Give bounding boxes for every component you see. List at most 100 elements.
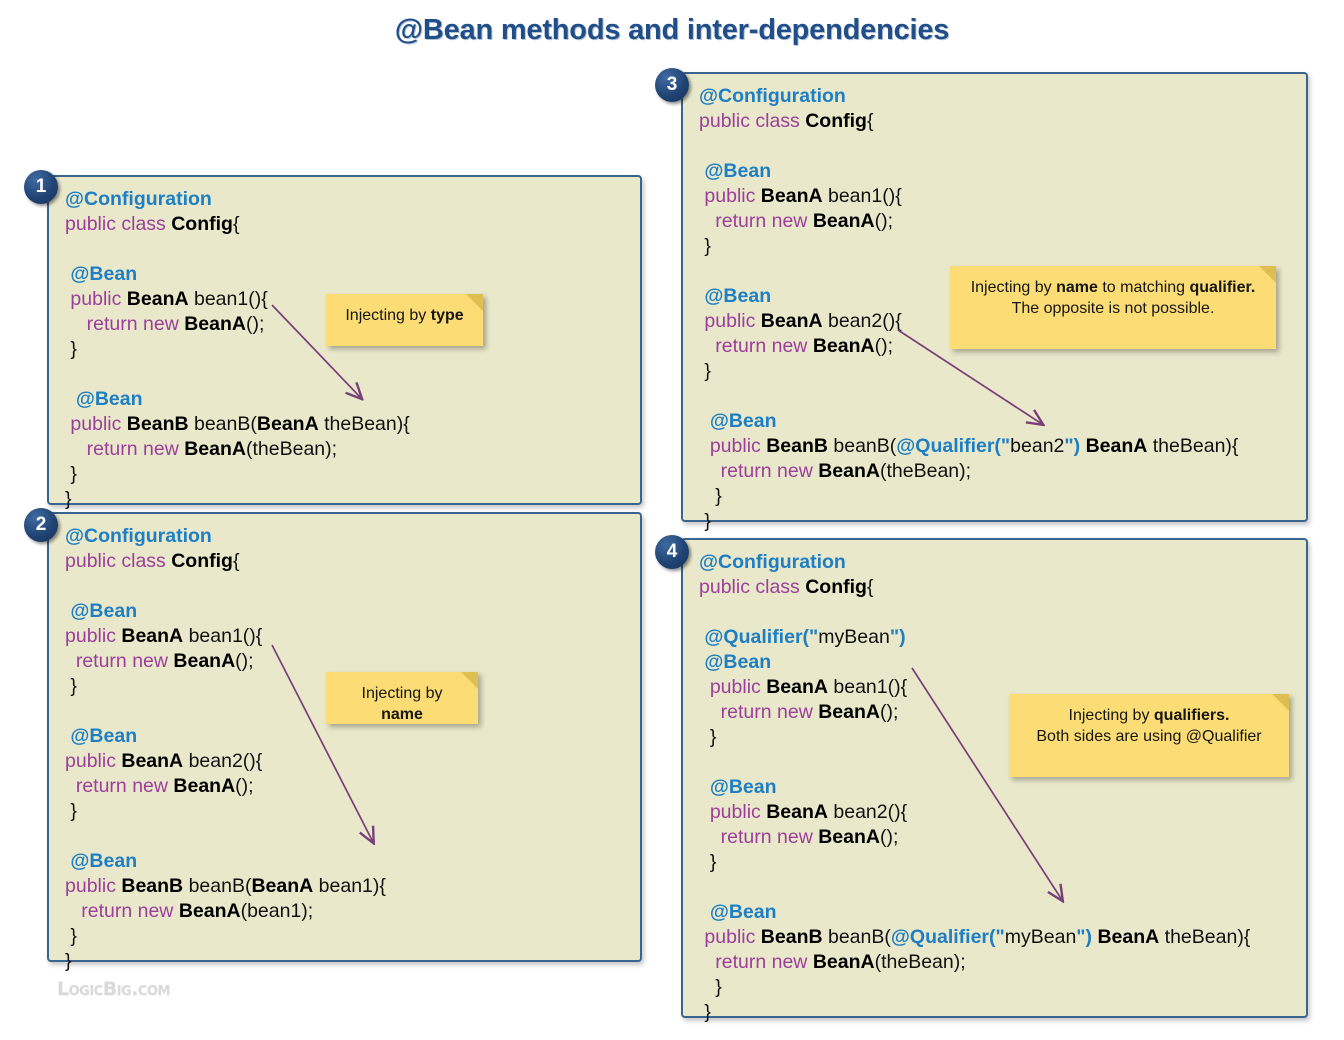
step-badge-4: 4	[655, 535, 689, 569]
code-token: }	[699, 485, 722, 507]
code-token: }	[65, 338, 77, 360]
note-line: The opposite is not possible.	[964, 298, 1262, 319]
code-line: @Bean	[65, 262, 634, 287]
code-token: return new	[699, 460, 819, 482]
code-token: BeanA	[760, 185, 823, 207]
code-token: return new	[65, 313, 185, 335]
code-line	[65, 237, 634, 262]
code-line: @Configuration	[699, 550, 1300, 575]
code-token: @Configuration	[699, 85, 846, 107]
code-token: BeanA	[126, 288, 189, 310]
code-token: public	[699, 185, 761, 207]
code-token: BeanA	[812, 210, 875, 232]
code-line: @Qualifier("myBean")	[699, 625, 1300, 650]
code-token: BeanB	[766, 435, 828, 457]
code-line: return new BeanA(theBean);	[699, 950, 1300, 975]
code-line: public BeanB beanB(BeanA theBean){	[65, 412, 634, 437]
code-line: public BeanA bean2(){	[699, 309, 1300, 334]
code-line: @Configuration	[65, 524, 634, 549]
note-injecting-by-name-qualifier: Injecting by name to matching qualifier.…	[950, 266, 1276, 349]
code-token: public	[65, 288, 127, 310]
code-token: @Bean	[699, 651, 772, 673]
note-injecting-by-type: Injecting by type	[326, 294, 483, 346]
code-token: @Bean	[699, 410, 777, 432]
code-token: bean1(){	[183, 625, 263, 647]
code-line: return new BeanA();	[699, 334, 1300, 359]
code-token: BeanB	[126, 413, 189, 435]
code-token: }	[699, 235, 711, 257]
code-token: beanB(	[822, 926, 891, 948]
note-token: Injecting by	[970, 279, 1057, 296]
code-token: BeanA	[251, 875, 314, 897]
code-token: public class	[699, 110, 806, 132]
step-badge-1: 1	[24, 170, 58, 204]
code-token: BeanA	[173, 775, 236, 797]
code-line: public BeanA bean1(){	[65, 624, 634, 649]
code-token: BeanA	[1085, 435, 1148, 457]
code-token: public	[65, 625, 122, 647]
code-line: public class Config{	[699, 575, 1300, 600]
code-line: }	[699, 359, 1300, 384]
code-token: ")	[1064, 435, 1081, 457]
code-token: (bean1);	[240, 900, 314, 922]
code-line: public BeanA bean1(){	[699, 675, 1300, 700]
code-line: }	[699, 1000, 1300, 1025]
note-token: type	[430, 307, 464, 324]
code-line	[65, 574, 634, 599]
code-token: theBean){	[318, 413, 410, 435]
code-token: ();	[874, 335, 893, 357]
code-line	[65, 824, 634, 849]
code-token: }	[65, 950, 72, 972]
code-token: }	[65, 488, 72, 510]
code-token: bean1(){	[188, 288, 268, 310]
code-token: bean2	[1010, 435, 1065, 457]
code-token: Config	[805, 110, 867, 132]
code-token: (theBean);	[880, 460, 972, 482]
code-line: }	[65, 337, 634, 362]
code-token: public	[699, 926, 761, 948]
code-line: }	[699, 975, 1300, 1000]
code-token: BeanA	[178, 900, 241, 922]
code-line: return new BeanA();	[65, 312, 634, 337]
code-token: @Qualifier("	[890, 926, 1005, 948]
code-token: BeanA	[812, 951, 875, 973]
code-line	[65, 362, 634, 387]
note-token: The opposite is not possible.	[1011, 300, 1215, 317]
page-title: @Bean methods and inter-dependencies	[394, 14, 950, 46]
note-token: Injecting by	[345, 307, 431, 324]
note-injecting-by-name: Injecting by name	[326, 672, 478, 724]
code-token: (theBean);	[874, 951, 966, 973]
code-token: BeanB	[121, 875, 184, 897]
code-line: }	[65, 462, 634, 487]
code-token: @Bean	[65, 600, 138, 622]
code-line: public class Config{	[65, 549, 634, 574]
code-token: ();	[880, 826, 899, 848]
logicbig-logo: LogicBig.com	[57, 978, 170, 1000]
code-line: return new BeanA(theBean);	[65, 437, 634, 462]
note-line: Injecting by name	[340, 683, 464, 725]
note-token: to matching	[1097, 279, 1190, 296]
code-token: bean2(){	[183, 750, 263, 772]
code-line: }	[65, 924, 634, 949]
code-token: Config	[171, 550, 233, 572]
code-token: }	[699, 360, 711, 382]
code-token: BeanA	[256, 413, 319, 435]
code-token: @Bean	[699, 160, 772, 182]
code-line	[699, 875, 1300, 900]
code-token: return new	[699, 951, 813, 973]
code-token: ();	[880, 701, 899, 723]
code-line: @Bean	[65, 724, 634, 749]
note-fold-icon	[461, 672, 478, 689]
code-line	[699, 600, 1300, 625]
code-line	[699, 384, 1300, 409]
code-line: @Configuration	[699, 84, 1300, 109]
code-token: BeanA	[173, 650, 236, 672]
code-token: BeanA	[818, 701, 880, 723]
code-token: beanB(	[827, 435, 897, 457]
code-line: @Bean	[65, 849, 634, 874]
note-fold-icon	[1259, 266, 1276, 283]
note-line: Injecting by qualifiers.	[1023, 705, 1275, 726]
code-token: }	[699, 726, 717, 748]
code-token: @Bean	[699, 901, 777, 923]
